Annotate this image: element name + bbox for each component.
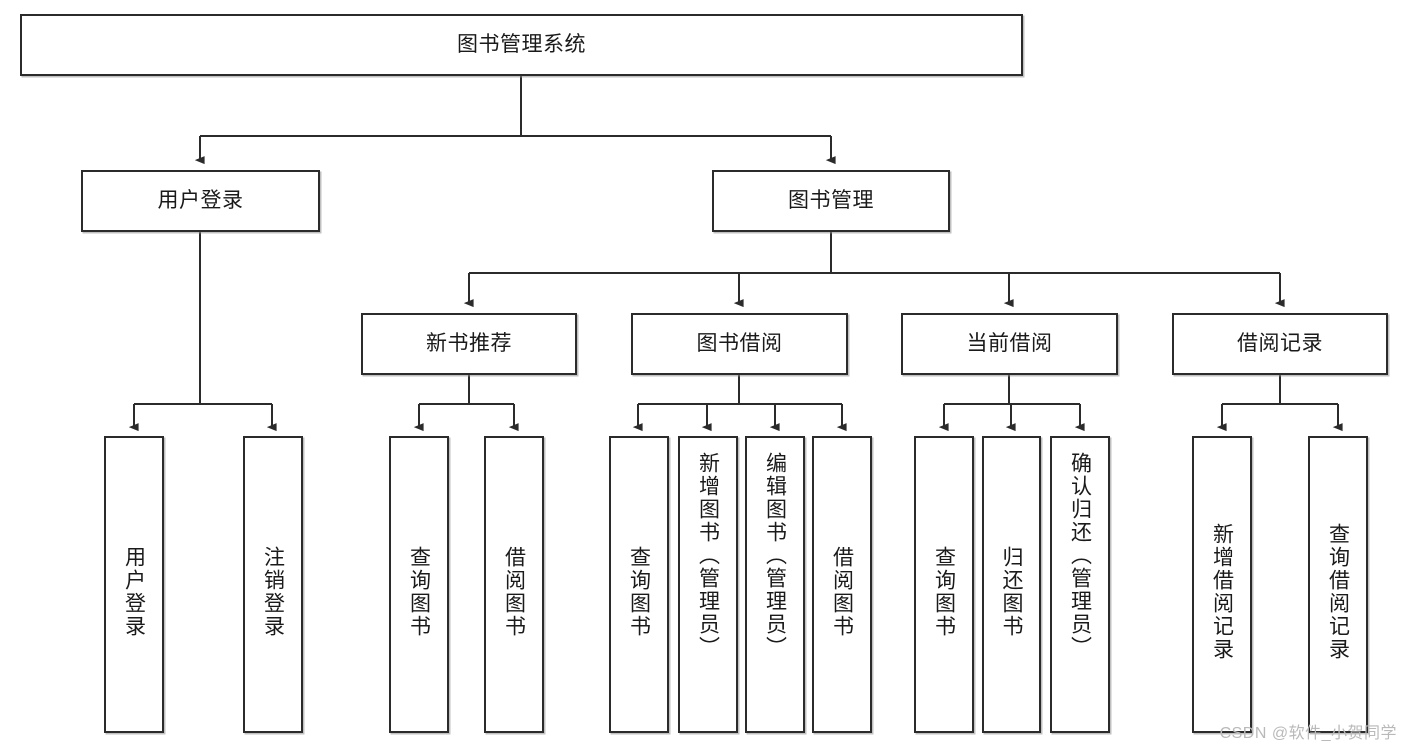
leaf-user-login-login[interactable]: 用户登录 [104,436,164,733]
leaf-label: 注销登录 [261,545,285,638]
node-root-label: 图书管理系统 [457,33,586,57]
leaf-label: 借阅图书 [830,545,854,638]
leaf-label: 借阅图书 [502,545,526,638]
node-current-borrow[interactable]: 当前借阅 [901,313,1118,375]
leaf-current-borrow-confirm[interactable]: 确认归还（管理员） [1050,436,1110,733]
leaf-book-borrow-query[interactable]: 查询图书 [609,436,669,733]
leaf-current-borrow-return[interactable]: 归还图书 [982,436,1041,733]
leaf-label: 新增图书（管理员） [696,452,720,659]
node-current-borrow-label: 当前借阅 [966,332,1053,356]
node-new-book-recommend-label: 新书推荐 [426,332,512,356]
node-borrow-record-label: 借阅记录 [1237,332,1323,356]
node-borrow-record[interactable]: 借阅记录 [1172,313,1388,375]
node-root[interactable]: 图书管理系统 [20,14,1023,76]
node-user-login-label: 用户登录 [157,189,244,213]
leaf-borrow-record-query[interactable]: 查询借阅记录 [1308,436,1368,733]
node-book-management-label: 图书管理 [788,189,874,213]
node-book-borrow[interactable]: 图书借阅 [631,313,848,375]
leaf-new-book-borrow[interactable]: 借阅图书 [484,436,544,733]
node-new-book-recommend[interactable]: 新书推荐 [361,313,577,375]
leaf-new-book-query[interactable]: 查询图书 [389,436,449,733]
leaf-label: 新增借阅记录 [1210,522,1234,661]
leaf-label: 查询借阅记录 [1326,522,1350,661]
csdn-watermark: CSDN @软件_小贺同学 [1219,725,1397,742]
leaf-label: 确认归还（管理员） [1068,452,1092,659]
node-user-login[interactable]: 用户登录 [81,170,320,232]
leaf-label: 用户登录 [122,545,146,638]
leaf-label: 编辑图书（管理员） [763,452,787,659]
leaf-label: 归还图书 [1000,545,1023,638]
leaf-label: 查询图书 [627,545,651,638]
leaf-book-borrow-add[interactable]: 新增图书（管理员） [678,436,738,733]
leaf-borrow-record-add[interactable]: 新增借阅记录 [1192,436,1252,733]
leaf-user-login-logout[interactable]: 注销登录 [243,436,303,733]
leaf-label: 查询图书 [932,545,956,638]
leaf-label: 查询图书 [407,545,431,638]
leaf-book-borrow-borrow[interactable]: 借阅图书 [812,436,872,733]
leaf-current-borrow-query[interactable]: 查询图书 [914,436,974,733]
node-book-borrow-label: 图书借阅 [696,332,783,356]
node-book-management[interactable]: 图书管理 [712,170,950,232]
leaf-book-borrow-edit[interactable]: 编辑图书（管理员） [745,436,805,733]
